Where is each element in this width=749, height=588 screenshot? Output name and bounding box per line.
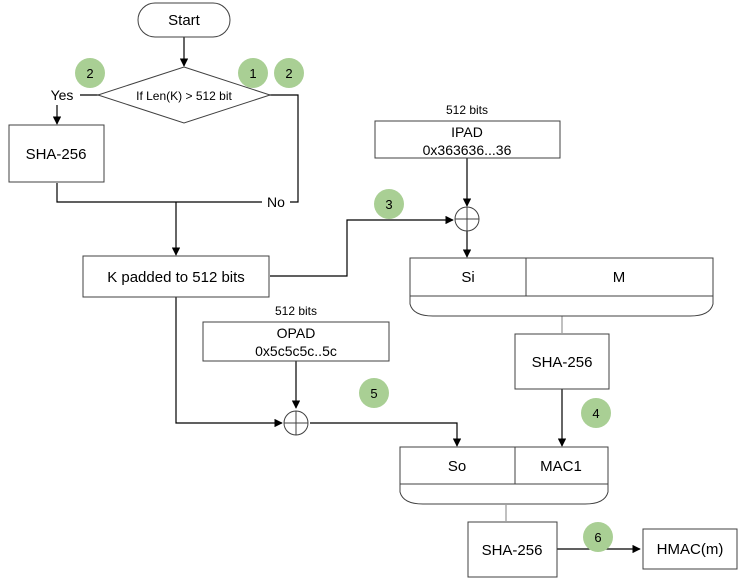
svg-text:1: 1 [249,66,256,81]
xor-icon [454,206,480,232]
ipad-name: IPAD [451,124,483,140]
start-node: Start [137,2,231,38]
mac1-label: MAC1 [540,458,582,475]
si-m-block: Si M [409,257,714,317]
svg-text:4: 4 [592,406,599,421]
arrow-kpadded-to-xor1 [270,215,454,277]
sha-left-label: SHA-256 [26,146,87,163]
xor-icon [283,410,309,436]
ipad-value: 0x363636...36 [423,142,512,158]
opad-node: OPAD 0x5c5c5c..5c [202,321,390,362]
start-label: Start [168,12,201,29]
step-badge-2: 2 [274,58,304,88]
line-sha-merge [56,183,262,203]
step-badge-3: 3 [374,189,404,219]
sha-bottom-node: SHA-256 [467,521,558,578]
k-padded-node: K padded to 512 bits [82,255,270,298]
svg-text:5: 5 [370,386,377,401]
svg-text:3: 3 [385,197,392,212]
hmac-node: HMAC(m) [642,528,738,570]
si-label: Si [461,269,474,286]
arrow-xor2-to-so [310,422,462,447]
line-decision-no [268,94,299,203]
sha-mid-label: SHA-256 [532,354,593,371]
no-label: No [267,194,285,210]
opad-bits-label: 512 bits [275,304,317,318]
opad-name: OPAD [277,325,316,341]
step-badge-6: 6 [583,522,613,552]
sha-mid-node: SHA-256 [514,333,610,390]
so-label: So [448,458,466,475]
step-badge-1: 1 [238,58,268,88]
so-mac1-block: So MAC1 [399,446,609,505]
decision-label: If Len(K) > 512 bit [136,89,232,103]
k-padded-label: K padded to 512 bits [107,269,245,286]
svg-text:2: 2 [86,66,93,81]
opad-value: 0x5c5c5c..5c [255,343,337,359]
step-badge-5: 5 [359,378,389,408]
step-badge-2: 2 [75,58,105,88]
step-badge-4: 4 [581,398,611,428]
decision-node: If Len(K) > 512 bit [96,66,272,124]
svg-text:2: 2 [285,66,292,81]
connectors [52,37,641,554]
ipad-bits-label: 512 bits [446,103,488,117]
sha-left-node: SHA-256 [8,124,105,183]
arrow-kpadded-to-xor2 [175,297,283,428]
ipad-node: IPAD 0x363636...36 [374,120,561,159]
yes-label: Yes [51,87,74,103]
svg-text:6: 6 [594,530,601,545]
hmac-label: HMAC(m) [657,541,724,558]
m-label: M [613,269,626,286]
sha-bottom-label: SHA-256 [482,542,543,559]
